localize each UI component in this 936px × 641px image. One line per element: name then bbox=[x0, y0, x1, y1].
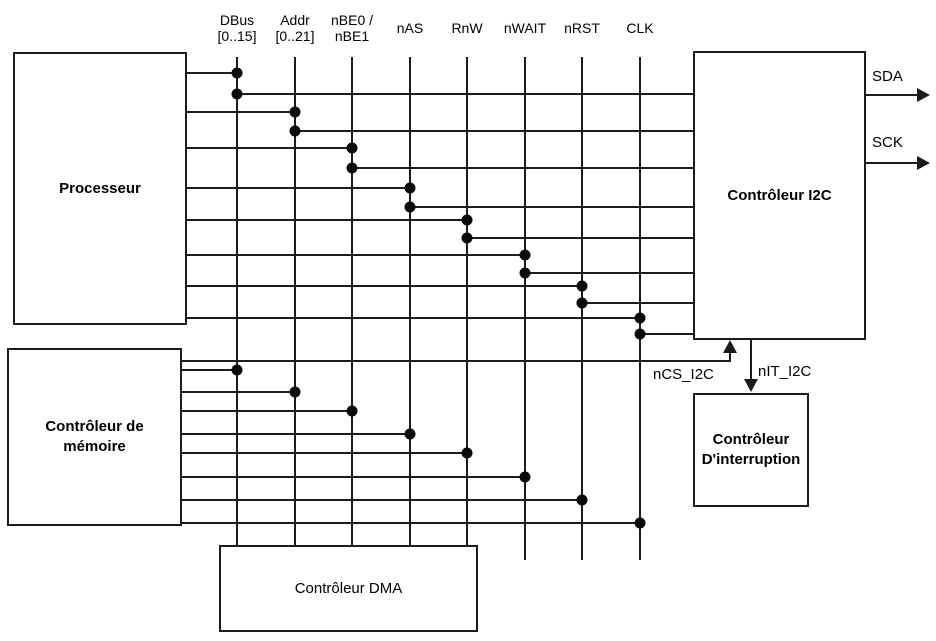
i2c-controller-box: Contrôleur I2C bbox=[693, 51, 866, 340]
memory-to-clk-line bbox=[180, 522, 640, 524]
processor-to-nrst-line bbox=[185, 285, 582, 287]
nit-i2c-label: nIT_I2C bbox=[758, 363, 812, 380]
memory-controller-box-label: Contrôleur de mémoire bbox=[45, 418, 144, 455]
junction-dot-clk-i2c bbox=[634, 328, 646, 340]
memory-to-dbus-line bbox=[180, 369, 237, 371]
junction-dot-nas-processor bbox=[404, 182, 416, 194]
sck-signal-line bbox=[866, 162, 919, 164]
processor-to-nwait-line bbox=[185, 254, 525, 256]
nbe-to-i2c-line bbox=[352, 167, 695, 169]
bus-line-addr bbox=[294, 57, 296, 545]
ncs-i2c-signal-riser bbox=[729, 351, 731, 361]
bus-label-dbus: DBus [0..15] bbox=[217, 12, 257, 44]
processor-to-clk-line bbox=[185, 317, 640, 319]
processor-to-addr-line bbox=[185, 111, 295, 113]
junction-dot-rnw-memory bbox=[461, 447, 473, 459]
i2c-controller-box-label: Contrôleur I2C bbox=[727, 186, 832, 204]
processor-to-rnw-line bbox=[185, 219, 467, 221]
processor-box-label: Processeur bbox=[59, 179, 141, 197]
dma-controller-box-label: Contrôleur DMA bbox=[294, 579, 403, 597]
memory-to-nas-line bbox=[180, 433, 410, 435]
junction-dot-clk-memory bbox=[634, 517, 646, 529]
junction-dot-rnw-i2c bbox=[461, 232, 473, 244]
dma-controller-box: Contrôleur DMA bbox=[219, 545, 478, 632]
bus-line-nrst bbox=[581, 57, 583, 560]
junction-dot-nbe-i2c bbox=[346, 162, 358, 174]
bus-label-addr: Addr [0..21] bbox=[275, 12, 315, 44]
bus-label-nas: nAS bbox=[396, 20, 424, 36]
junction-dot-dbus-i2c bbox=[231, 88, 243, 100]
bus-label-rnw: RnW bbox=[451, 20, 483, 36]
nwait-to-i2c-line bbox=[525, 272, 695, 274]
processor-box: Processeur bbox=[13, 52, 187, 325]
bus-line-dbus bbox=[236, 57, 238, 545]
memory-to-addr-line bbox=[180, 391, 295, 393]
junction-dot-addr-processor bbox=[289, 106, 301, 118]
ncs-i2c-label: nCS_I2C bbox=[653, 366, 714, 383]
nit-i2c-signal-line bbox=[750, 340, 752, 381]
junction-dot-rnw-processor bbox=[461, 214, 473, 226]
bus-label-clk: CLK bbox=[626, 20, 654, 36]
sck-label: SCK bbox=[872, 134, 903, 151]
junction-dot-nas-memory bbox=[404, 428, 416, 440]
junction-dot-dbus-memory bbox=[231, 364, 243, 376]
clk-to-i2c-line bbox=[640, 333, 695, 335]
memory-controller-box: Contrôleur de mémoire bbox=[7, 348, 182, 526]
memory-to-nrst-line bbox=[180, 499, 582, 501]
memory-to-nbe-line bbox=[180, 410, 352, 412]
junction-dot-nas-i2c bbox=[404, 201, 416, 213]
junction-dot-nbe-processor bbox=[346, 142, 358, 154]
interrupt-controller-box: Contrôleur D'interruption bbox=[693, 393, 809, 507]
junction-dot-clk-processor bbox=[634, 312, 646, 324]
processor-to-nbe-line bbox=[185, 147, 352, 149]
junction-dot-nwait-i2c bbox=[519, 267, 531, 279]
memory-to-nwait-line bbox=[180, 476, 525, 478]
ncs-i2c-arrowhead bbox=[723, 340, 737, 353]
junction-dot-addr-i2c bbox=[289, 125, 301, 137]
junction-dot-nrst-processor bbox=[576, 280, 588, 292]
ncs-i2c-signal-line bbox=[182, 360, 731, 362]
junction-dot-addr-memory bbox=[289, 386, 301, 398]
nrst-to-i2c-line bbox=[582, 302, 695, 304]
bus-line-clk bbox=[639, 57, 641, 560]
bus-line-nas bbox=[409, 57, 411, 545]
bus-line-nbe bbox=[351, 57, 353, 545]
addr-to-i2c-line bbox=[295, 130, 695, 132]
memory-to-rnw-line bbox=[180, 452, 467, 454]
junction-dot-nbe-memory bbox=[346, 405, 358, 417]
bus-label-nbe: nBE0 / nBE1 bbox=[330, 12, 374, 44]
nas-to-i2c-line bbox=[410, 206, 695, 208]
sda-signal-line bbox=[866, 94, 919, 96]
sck-arrowhead bbox=[917, 156, 930, 170]
sda-label: SDA bbox=[872, 68, 903, 85]
nit-i2c-arrowhead bbox=[744, 379, 758, 392]
sda-arrowhead bbox=[917, 88, 930, 102]
interrupt-controller-box-label: Contrôleur D'interruption bbox=[701, 431, 801, 468]
bus-line-rnw bbox=[466, 57, 468, 545]
junction-dot-nrst-memory bbox=[576, 494, 588, 506]
junction-dot-nrst-i2c bbox=[576, 297, 588, 309]
bus-label-nwait: nWAIT bbox=[503, 20, 547, 36]
junction-dot-nwait-memory bbox=[519, 471, 531, 483]
junction-dot-nwait-processor bbox=[519, 249, 531, 261]
processor-to-dbus-line bbox=[185, 72, 237, 74]
processor-to-nas-line bbox=[185, 187, 410, 189]
rnw-to-i2c-line bbox=[467, 237, 695, 239]
dbus-to-i2c-line bbox=[237, 93, 695, 95]
junction-dot-dbus-processor bbox=[231, 67, 243, 79]
bus-line-nwait bbox=[524, 57, 526, 560]
bus-label-nrst: nRST bbox=[564, 20, 600, 36]
